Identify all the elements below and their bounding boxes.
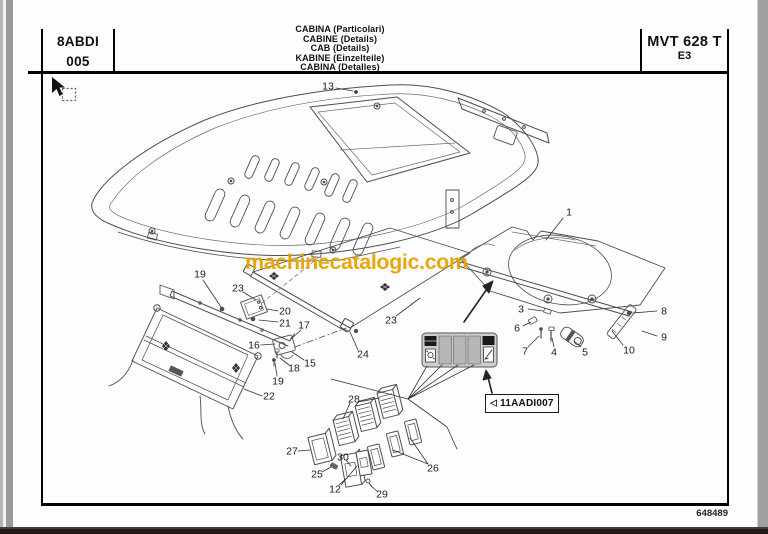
reference-tag: ◁ 11AADI007 xyxy=(485,394,559,413)
part-label-18: 18 xyxy=(288,363,300,375)
part-label-16: 16 xyxy=(248,340,260,352)
header-rule xyxy=(28,71,729,74)
selection-box-icon xyxy=(61,87,77,102)
part-label-28: 28 xyxy=(348,394,360,406)
part-label-22: 22 xyxy=(263,391,275,403)
frame-border-bottom xyxy=(41,503,729,506)
frame-border-right xyxy=(727,29,729,506)
page-code-box: 8ABDI 005 xyxy=(41,29,115,73)
part-label-23: 23 xyxy=(232,283,244,295)
part-label-8: 8 xyxy=(661,306,667,318)
part-label-10: 10 xyxy=(623,345,635,357)
title-spanish: CABINA (Detalles) xyxy=(300,62,380,73)
window-bottom-bar xyxy=(0,527,768,534)
section-titles: CABINA (Particolari) CABINE (Details) CA… xyxy=(240,24,440,73)
window-edge-right xyxy=(757,0,768,534)
title-french: CABINE (Details) xyxy=(302,33,378,44)
part-label-26: 26 xyxy=(427,463,439,475)
title-italian: CABINA (Particolari) xyxy=(295,24,385,34)
frame-border-left xyxy=(41,73,43,505)
part-label-9: 9 xyxy=(661,332,667,344)
pointer-cursor-icon xyxy=(52,77,77,102)
left-triangle-arrow-icon: ◁ xyxy=(490,397,498,408)
part-label-17: 17 xyxy=(298,320,310,332)
document-number: 648489 xyxy=(696,508,728,519)
model-variant: E3 xyxy=(677,50,692,62)
part-label-13: 13 xyxy=(322,81,334,93)
part-label-15: 15 xyxy=(304,358,316,370)
part-label-7: 7 xyxy=(522,346,528,358)
model-box: MVT 628 T E3 xyxy=(640,29,727,73)
part-label-4: 4 xyxy=(551,347,557,359)
part-label-20: 20 xyxy=(279,306,291,318)
title-german: KABINE (Einzelteile) xyxy=(295,52,385,63)
page-code-line1: 8ABDI xyxy=(56,34,99,49)
part-label-23: 23 xyxy=(385,315,397,327)
model-number: MVT 628 T xyxy=(647,34,722,50)
part-label-29: 29 xyxy=(376,489,388,501)
part-label-19: 19 xyxy=(194,269,206,281)
part-label-1: 1 xyxy=(566,207,572,219)
page-code-line2: 005 xyxy=(66,53,90,69)
part-label-25: 25 xyxy=(311,469,323,481)
window-edge-left xyxy=(0,0,13,534)
part-label-24: 24 xyxy=(357,349,369,361)
watermark: machinecatalogic.com xyxy=(245,250,468,274)
part-label-21: 21 xyxy=(279,318,291,330)
part-label-30: 30 xyxy=(337,452,349,464)
part-label-12: 12 xyxy=(329,484,341,496)
part-label-3: 3 xyxy=(518,304,524,316)
part-label-5: 5 xyxy=(582,347,588,359)
part-label-19: 19 xyxy=(272,376,284,388)
title-english: CAB (Details) xyxy=(310,43,370,54)
part-label-27: 27 xyxy=(286,446,298,458)
part-label-6: 6 xyxy=(514,323,520,335)
reference-tag-text: 11AADI007 xyxy=(500,398,554,409)
